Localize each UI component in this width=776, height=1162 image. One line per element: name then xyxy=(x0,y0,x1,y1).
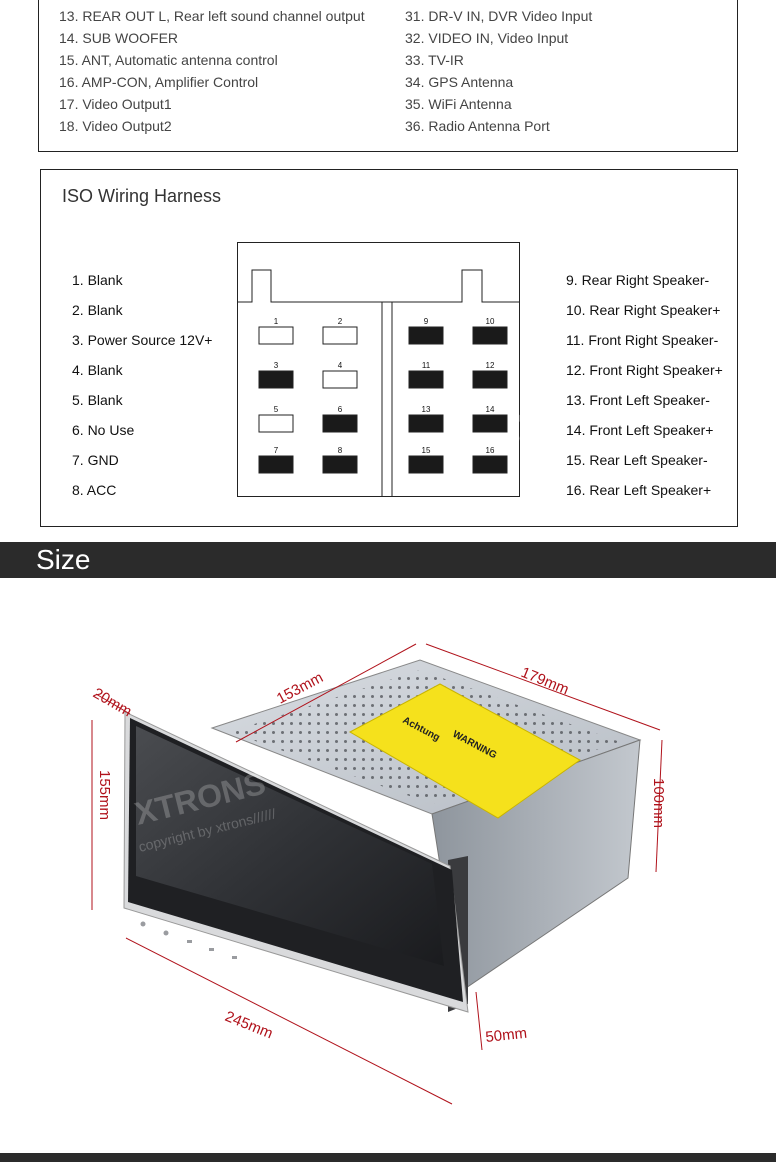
pin-number: 10 xyxy=(486,317,495,326)
iso-pin-label: 13. Front Left Speaker- xyxy=(566,392,710,408)
pin-item: 15. ANT, Automatic antenna control xyxy=(59,52,278,68)
pin-terminal xyxy=(472,370,508,389)
pin-number: 11 xyxy=(422,361,431,370)
dim-screen-height: 155mm xyxy=(96,770,113,820)
home-icon xyxy=(163,930,169,936)
pin-terminal xyxy=(322,370,358,389)
pin-item: 14. SUB WOOFER xyxy=(59,30,179,46)
iso-harness-box: ISO Wiring Harness 1. Blank 2. Blank 3. … xyxy=(40,169,738,527)
pin-number: 1 xyxy=(274,317,279,326)
pin-terminal xyxy=(258,370,294,389)
dim-screen-width: 245mm xyxy=(223,1008,276,1043)
size-title: Size xyxy=(36,544,91,575)
pin-item: 36. Radio Antenna Port xyxy=(405,118,550,134)
iso-pin-label: 16. Rear Left Speaker+ xyxy=(566,482,712,498)
screen-soft-keys xyxy=(140,921,237,959)
pin-list-right: 31. DR-V IN, DVR Video Input 32. VIDEO I… xyxy=(405,5,592,137)
pin-list-left: 13. REAR OUT L, Rear left sound channel … xyxy=(59,5,365,137)
pin-list-box: 13. REAR OUT L, Rear left sound channel … xyxy=(38,0,738,152)
pin-item: 17. Video Output1 xyxy=(59,96,172,112)
pin-item: 31. DR-V IN, DVR Video Input xyxy=(405,8,593,24)
iso-list-left: 1. Blank 2. Blank 3. Power Source 12V+ 4… xyxy=(72,265,212,505)
pin-terminal xyxy=(408,455,444,474)
pin-item: 16. AMP-CON, Amplifier Control xyxy=(59,74,259,90)
iso-list-right: 9. Rear Right Speaker- 10. Rear Right Sp… xyxy=(566,265,723,505)
pin-number: 5 xyxy=(274,405,279,414)
iso-pin-label: 4. Blank xyxy=(72,362,123,378)
iso-pin-label: 11. Front Right Speaker- xyxy=(566,332,719,348)
pin-number: 3 xyxy=(274,361,279,370)
pin-number: 7 xyxy=(274,446,279,455)
screen-display xyxy=(136,726,444,966)
iso-pin-label: 7. GND xyxy=(72,452,119,468)
iso-pin-label: 3. Power Source 12V+ xyxy=(72,332,213,348)
iso-pin-label: 9. Rear Right Speaker- xyxy=(566,272,710,288)
iso-pin-label: 10. Rear Right Speaker+ xyxy=(566,302,721,318)
volume-up-icon xyxy=(232,956,237,959)
dimension-lines xyxy=(91,643,663,1105)
power-icon xyxy=(140,921,146,927)
iso-title: ISO Wiring Harness xyxy=(62,186,222,206)
pin-terminal xyxy=(472,326,508,345)
bottom-bar xyxy=(0,1153,776,1162)
size-header-bar: Size xyxy=(0,542,776,578)
pin-terminal xyxy=(472,414,508,433)
pin-number: 15 xyxy=(422,446,431,455)
pin-terminal xyxy=(408,326,444,345)
pin-item: 35. WiFi Antenna xyxy=(405,96,512,112)
pin-number: 14 xyxy=(486,405,495,414)
volume-down-icon xyxy=(209,948,214,951)
iso-pin-label: 8. ACC xyxy=(72,482,117,498)
pin-terminal xyxy=(322,326,358,345)
iso-pin-label: 5. Blank xyxy=(72,392,123,408)
iso-pin-label: 12. Front Right Speaker+ xyxy=(566,362,723,378)
iso-pin-label: 14. Front Left Speaker+ xyxy=(566,422,714,438)
iso-pin-label: 6. No Use xyxy=(72,422,135,438)
pin-terminal xyxy=(258,455,294,474)
pin-number: 4 xyxy=(338,361,343,370)
pin-terminal xyxy=(258,414,294,433)
pin-item: 32. VIDEO IN, Video Input xyxy=(405,30,569,46)
pin-terminal xyxy=(258,326,294,345)
pin-terminal xyxy=(408,370,444,389)
pin-number: 9 xyxy=(424,317,429,326)
pin-number: 8 xyxy=(338,446,343,455)
back-icon xyxy=(187,940,192,943)
pin-terminal xyxy=(472,455,508,474)
iso-pin-label: 1. Blank xyxy=(72,272,123,288)
iso-pin-label: 15. Rear Left Speaker- xyxy=(566,452,708,468)
dim-chassis-height: 100mm xyxy=(650,778,667,828)
pin-terminal xyxy=(408,414,444,433)
dim-depth-bottom: 50mm xyxy=(485,1025,528,1046)
pin-item: 34. GPS Antenna xyxy=(405,74,514,90)
warning-sticker xyxy=(348,683,581,819)
pin-terminal xyxy=(322,455,358,474)
pin-number: 2 xyxy=(338,317,343,326)
pin-number: 13 xyxy=(422,405,431,414)
pin-terminal xyxy=(322,414,358,433)
pin-item: 18. Video Output2 xyxy=(59,118,172,134)
pin-number: 16 xyxy=(486,446,495,455)
iso-connector-diagram: XTRONS copyright by xtrons 1234567891011… xyxy=(237,242,520,497)
dim-thickness: 20mm xyxy=(90,685,135,721)
iso-pin-label: 2. Blank xyxy=(72,302,123,318)
dim-chassis-width: 179mm xyxy=(519,664,572,699)
pin-number: 12 xyxy=(486,361,495,370)
device-dimension-illustration: Achtung WARNING XTRONS copyright by xtro… xyxy=(90,643,667,1105)
pin-item: 33. TV-IR xyxy=(405,52,464,68)
pin-number: 6 xyxy=(338,405,343,414)
pin-item: 13. REAR OUT L, Rear left sound channel … xyxy=(59,8,365,24)
